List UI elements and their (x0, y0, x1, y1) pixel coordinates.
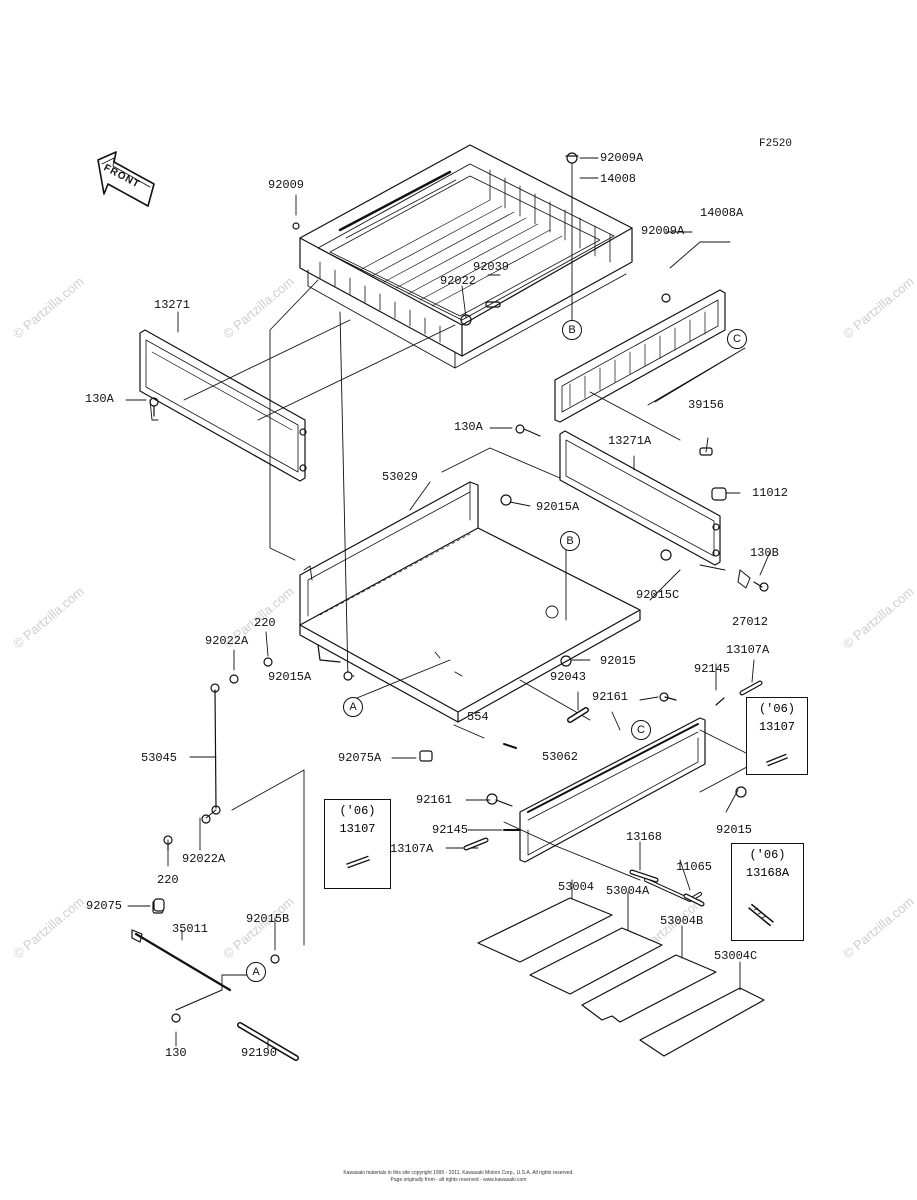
stay-cable (205, 683, 221, 819)
ref-marker-c: C (631, 720, 651, 740)
part-label: 35011 (172, 922, 209, 936)
part-label: 92015C (636, 588, 680, 602)
part-label: 130 (165, 1046, 187, 1060)
ref-marker-b: B (562, 320, 582, 340)
floor-mats (477, 897, 765, 1057)
copyright-footer: Kawasaki materials in this site copyrigh… (343, 1170, 574, 1176)
part-label: 53004C (714, 949, 758, 963)
part-label: 13271A (608, 434, 652, 448)
part-label: 92015A (536, 500, 580, 514)
part-label: 53004 (558, 880, 595, 894)
part-label: 92009A (600, 151, 644, 165)
figure-code: F2520 (759, 138, 793, 150)
part-label: 92145 (432, 823, 469, 837)
inset-part-number: 13107 (758, 720, 795, 734)
part-label: 14008 (600, 172, 637, 186)
ref-marker-c: C (727, 329, 747, 349)
part-label: 92015B (246, 912, 290, 926)
part-label: 11065 (676, 860, 713, 874)
inset-2006-part: ('06) 13107 (324, 799, 391, 889)
part-label: 53004B (660, 914, 704, 928)
left-side-panel (139, 329, 307, 482)
part-label: 220 (157, 873, 179, 887)
part-label: 53029 (382, 470, 419, 484)
part-label: 53004A (606, 884, 650, 898)
inset-year-label: ('06) (758, 702, 795, 716)
ref-marker-a: A (246, 962, 266, 982)
part-label: 130B (750, 546, 779, 560)
part-label: 92022 (440, 274, 477, 288)
inset-part-number: 13168A (745, 866, 790, 880)
part-label: 13168 (626, 830, 663, 844)
part-label: 92015 (716, 823, 753, 837)
part-label: 220 (254, 616, 276, 630)
part-label: 92009A (641, 224, 685, 238)
rear-gate-panel (554, 289, 726, 423)
part-label: 92190 (241, 1046, 278, 1060)
part-label: 130A (85, 392, 114, 406)
part-label: 92043 (550, 670, 587, 684)
part-label: 92075 (86, 899, 123, 913)
part-label: 53045 (141, 751, 178, 765)
inset-part-number: 13107 (339, 822, 376, 836)
tailgate (519, 717, 706, 863)
cargo-deck (299, 481, 641, 723)
part-label: 92161 (592, 690, 629, 704)
ref-marker-b: B (560, 531, 580, 551)
part-label: 92015 (600, 654, 637, 668)
part-label: 13107A (726, 643, 770, 657)
inset-year-label: ('06) (749, 848, 786, 862)
part-label: 11012 (752, 486, 789, 500)
part-label: 92075A (338, 751, 382, 765)
front-arrow-icon (97, 151, 155, 207)
part-label: 92009 (268, 178, 305, 192)
assembly-guide-lines (183, 279, 761, 991)
hardware-items (149, 152, 769, 1023)
cargo-bed-box (299, 144, 633, 369)
part-label: 92015A (268, 670, 312, 684)
part-label: 13107A (390, 842, 434, 856)
part-label: 13271 (154, 298, 191, 312)
part-label: 14008A (700, 206, 744, 220)
part-label: 27012 (732, 615, 769, 629)
part-label: 130A (454, 420, 483, 434)
part-label: 92145 (694, 662, 731, 676)
part-label: 92039 (473, 260, 510, 274)
ref-marker-a: A (343, 697, 363, 717)
inset-2006-part: ('06) 13168A (731, 843, 804, 941)
part-label: 92022A (182, 852, 226, 866)
inset-year-label: ('06) (339, 804, 376, 818)
copyright-footer-line2: Page originally from - all rights reserv… (390, 1177, 527, 1183)
inset-2006-part: ('06) 13107 (746, 697, 808, 775)
part-label: 554 (467, 710, 489, 724)
part-label: 92022A (205, 634, 249, 648)
part-label: 39156 (688, 398, 725, 412)
right-side-panel (559, 430, 751, 589)
part-label: 92161 (416, 793, 453, 807)
part-label: 53062 (542, 750, 579, 764)
